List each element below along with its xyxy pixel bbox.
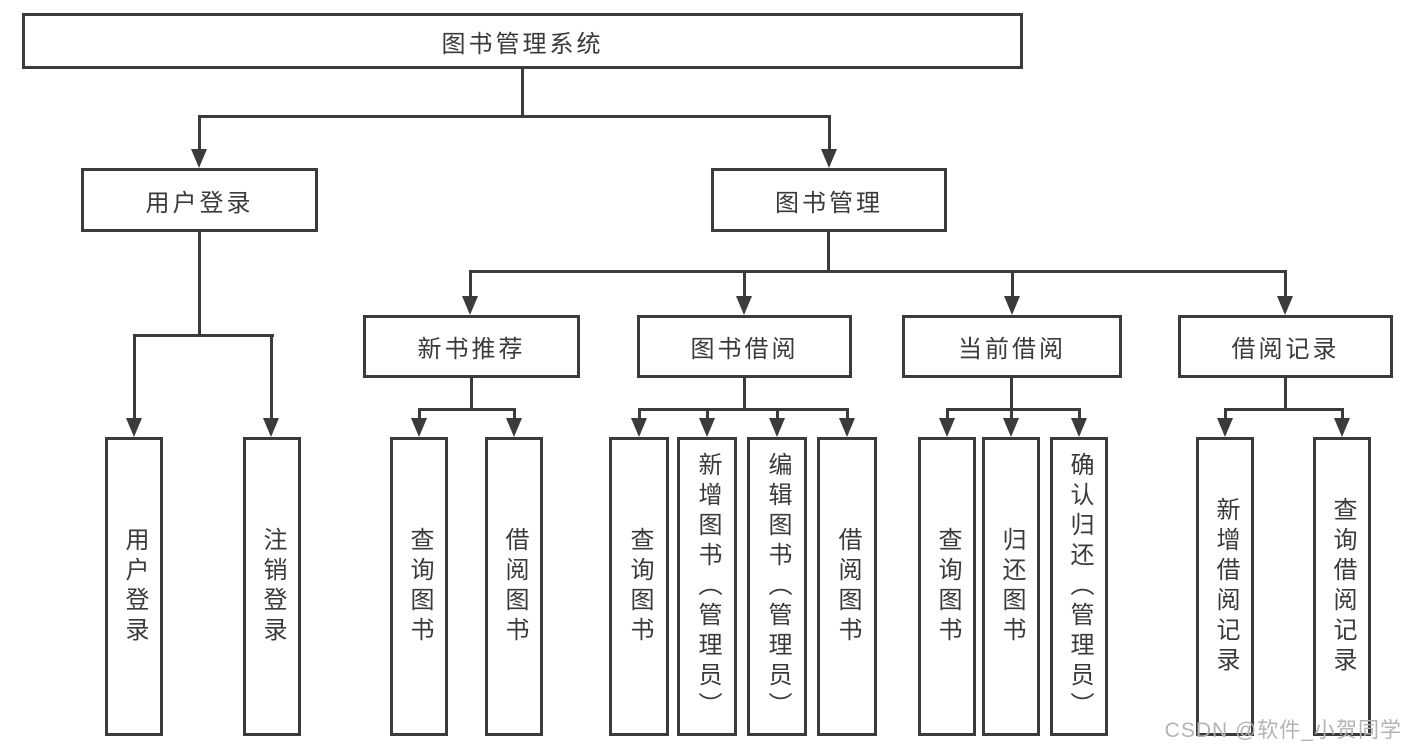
- leaf-add-borrow-record: 新增借阅记录: [1196, 437, 1254, 736]
- connector-line: [133, 334, 274, 337]
- connector-line: [198, 232, 201, 336]
- arrow-down-icon: [191, 149, 207, 168]
- node-current-borrow: 当前借阅: [902, 315, 1122, 378]
- arrow-down-icon: [506, 418, 522, 437]
- connector-line: [776, 408, 779, 422]
- connector-line: [469, 270, 1287, 273]
- connector-line: [270, 334, 273, 420]
- leaf-add-books-admin: 新增图书（管理员）: [677, 437, 737, 736]
- arrow-down-icon: [1003, 418, 1019, 437]
- connector-line: [470, 378, 473, 411]
- leaf-recommend-borrow-books: 借阅图书: [485, 437, 543, 736]
- connector-line: [743, 270, 746, 300]
- connector-line: [469, 270, 472, 300]
- connector-line: [1224, 408, 1227, 422]
- connector-line: [846, 408, 849, 422]
- connector-line: [198, 115, 201, 151]
- connector-line: [946, 408, 949, 422]
- connector-line: [513, 408, 516, 422]
- leaf-borrow-books: 借阅图书: [817, 437, 877, 736]
- leaf-return-books: 归还图书: [982, 437, 1040, 736]
- leaf-recommend-query-books: 查询图书: [390, 437, 448, 736]
- arrow-down-icon: [736, 296, 752, 315]
- connector-line: [133, 334, 136, 420]
- leaf-borrow-query-books: 查询图书: [609, 437, 669, 736]
- arrow-down-icon: [699, 418, 715, 437]
- arrow-down-icon: [839, 418, 855, 437]
- node-user-login: 用户登录: [81, 168, 318, 232]
- connector-line: [1011, 270, 1014, 300]
- csdn-watermark: CSDN @软件_小贺同学: [1164, 719, 1402, 742]
- arrow-down-icon: [1277, 296, 1293, 315]
- arrow-down-icon: [411, 418, 427, 437]
- connector-line: [1224, 408, 1344, 411]
- leaf-edit-books-admin: 编辑图书（管理员）: [747, 437, 807, 736]
- arrow-down-icon: [631, 418, 647, 437]
- connector-line: [1341, 408, 1344, 422]
- connector-line: [1284, 378, 1287, 411]
- connector-line: [828, 115, 831, 151]
- connector-line: [743, 378, 746, 411]
- connector-line: [418, 408, 421, 422]
- leaf-confirm-return-admin: 确认归还（管理员）: [1050, 437, 1108, 736]
- arrow-down-icon: [769, 418, 785, 437]
- connector-line: [827, 232, 830, 273]
- connector-line: [638, 408, 641, 422]
- node-book-borrow: 图书借阅: [637, 315, 852, 378]
- arrow-down-icon: [126, 418, 142, 437]
- leaf-query-borrow-record: 查询借阅记录: [1313, 437, 1371, 736]
- arrow-down-icon: [1004, 296, 1020, 315]
- connector-line: [1010, 408, 1013, 422]
- arrow-down-icon: [939, 418, 955, 437]
- node-new-book-recommend: 新书推荐: [363, 315, 580, 378]
- node-book-management: 图书管理: [711, 168, 947, 232]
- connector-line: [1284, 270, 1287, 300]
- node-root-system: 图书管理系统: [22, 13, 1023, 69]
- leaf-current-query-books: 查询图书: [918, 437, 976, 736]
- arrow-down-icon: [1217, 418, 1233, 437]
- arrow-down-icon: [1071, 418, 1087, 437]
- connector-line: [638, 408, 849, 411]
- connector-line: [1078, 408, 1081, 422]
- connector-line: [521, 69, 524, 117]
- arrow-down-icon: [462, 296, 478, 315]
- connector-line: [946, 408, 1081, 411]
- arrow-down-icon: [263, 418, 279, 437]
- connector-line: [706, 408, 709, 422]
- leaf-user-login: 用户登录: [105, 437, 163, 736]
- arrow-down-icon: [1334, 418, 1350, 437]
- connector-line: [418, 408, 516, 411]
- leaf-logout: 注销登录: [243, 437, 301, 736]
- arrow-down-icon: [821, 149, 837, 168]
- connector-line: [1010, 378, 1013, 411]
- connector-line: [198, 115, 831, 118]
- node-borrow-records: 借阅记录: [1178, 315, 1393, 378]
